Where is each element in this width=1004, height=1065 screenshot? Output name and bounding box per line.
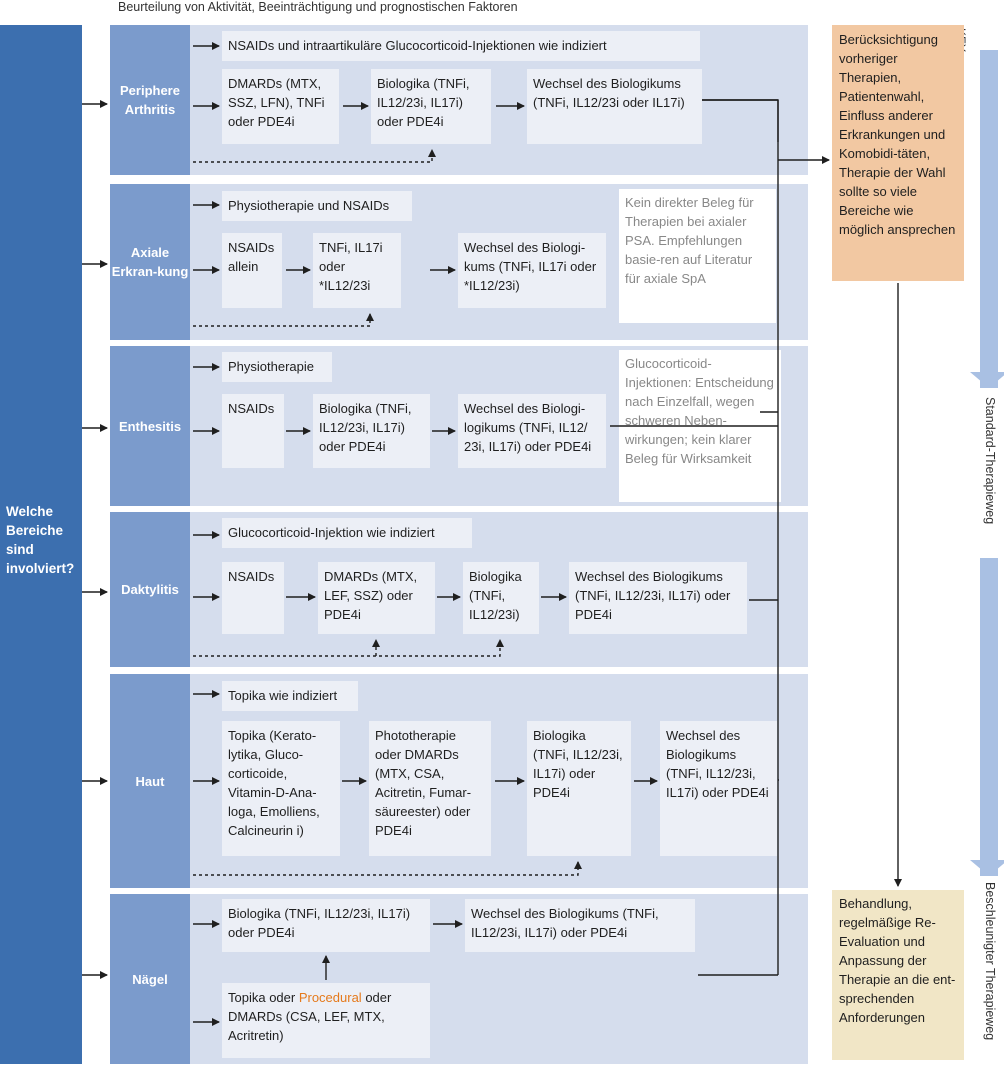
haut-box-2: Phototherapie oder DMARDs (MTX, CSA, Aci… bbox=[369, 721, 491, 856]
naegel-box-2: Wechsel des Biologikums (TNFi, IL12/23i,… bbox=[465, 899, 695, 952]
enthesitis-box-3: Wechsel des Biologi-logikums (TNFi, IL12… bbox=[458, 394, 606, 468]
considerations-box: Berücksichtigung vorheriger Therapien, P… bbox=[832, 25, 964, 281]
pathway-label-gap-2 bbox=[978, 876, 1000, 1064]
periphere-box-1: DMARDs (MTX, SSZ, LFN), TNFi oder PDE4i bbox=[222, 69, 339, 144]
pathway-arrowhead-2 bbox=[970, 860, 1004, 876]
section-label-periphere: Periphere Arthritis bbox=[110, 25, 190, 175]
naegel-topika-box: Topika oder Procedural oder DMARDs (CSA,… bbox=[222, 983, 430, 1058]
periphere-box-2: Biologika (TNFi, IL12/23i, IL17i) oder P… bbox=[371, 69, 491, 144]
daktylitis-box-2: DMARDs (MTX, LEF, SSZ) oder PDE4i bbox=[318, 562, 435, 634]
daktylitis-box-3: Biologika (TNFi, IL12/23i) bbox=[463, 562, 539, 634]
pathway-label-gap-1 bbox=[978, 388, 1000, 558]
haut-box-1: Topika (Kerato-lytika, Gluco-corticoide,… bbox=[222, 721, 340, 856]
left-bar bbox=[0, 25, 82, 1064]
haut-box-4: Wechsel des Biologikums (TNFi, IL12/23i,… bbox=[660, 721, 777, 856]
daktylitis-top-box: Glucocorticoid-Injektion wie indiziert bbox=[222, 518, 472, 548]
naegel-box-1: Biologika (TNFi, IL12/23i, IL17i) oder P… bbox=[222, 899, 430, 952]
axiale-box-3: Wechsel des Biologi-kums (TNFi, IL17i od… bbox=[458, 233, 606, 308]
top-caption: Beurteilung von Aktivität, Beeinträchtig… bbox=[118, 0, 518, 14]
periphere-box-3: Wechsel des Biologikums (TNFi, IL12/23i … bbox=[527, 69, 702, 144]
naegel-topika-pre: Topika oder bbox=[228, 990, 299, 1005]
question-label: Welche Bereiche sind involviert? bbox=[6, 504, 75, 576]
daktylitis-box-4: Wechsel des Biologikums (TNFi, IL12/23i,… bbox=[569, 562, 747, 634]
enthesitis-box-1: NSAIDs bbox=[222, 394, 284, 468]
pathway-arrowhead-1 bbox=[970, 372, 1004, 388]
axiale-top-box: Physiotherapie und NSAIDs bbox=[222, 191, 412, 221]
treatment-box: Behandlung, regelmäßige Re-Evaluation un… bbox=[832, 890, 964, 1060]
section-label-naegel: Nägel bbox=[110, 894, 190, 1064]
daktylitis-box-1: NSAIDs bbox=[222, 562, 284, 634]
section-label-enthesitis: Enthesitis bbox=[110, 346, 190, 506]
section-label-haut: Haut bbox=[110, 674, 190, 888]
axiale-note: Kein direkter Beleg für Therapien bei ax… bbox=[619, 189, 776, 323]
naegel-topika-post: oder DMARDs (CSA, LEF, MTX, Acritretin) bbox=[228, 990, 392, 1043]
axiale-box-2: TNFi, IL17i oder *IL12/23i bbox=[313, 233, 401, 308]
haut-top-box: Topika wie indiziert bbox=[222, 681, 358, 711]
naegel-topika-procedural: Procedural bbox=[298, 990, 362, 1005]
section-label-daktylitis: Daktylitis bbox=[110, 512, 190, 667]
enthesitis-box-2: Biologika (TNFi, IL12/23i, IL17i) oder P… bbox=[313, 394, 430, 468]
section-label-axiale: Axiale Erkran-kung bbox=[110, 184, 190, 340]
axiale-box-1: NSAIDs allein bbox=[222, 233, 282, 308]
enthesitis-top-box: Physiotherapie bbox=[222, 352, 332, 382]
haut-box-3: Biologika (TNFi, IL12/23i, IL17i) oder P… bbox=[527, 721, 631, 856]
periphere-top-box: NSAIDs und intraartikuläre Glucocorticoi… bbox=[222, 31, 700, 61]
